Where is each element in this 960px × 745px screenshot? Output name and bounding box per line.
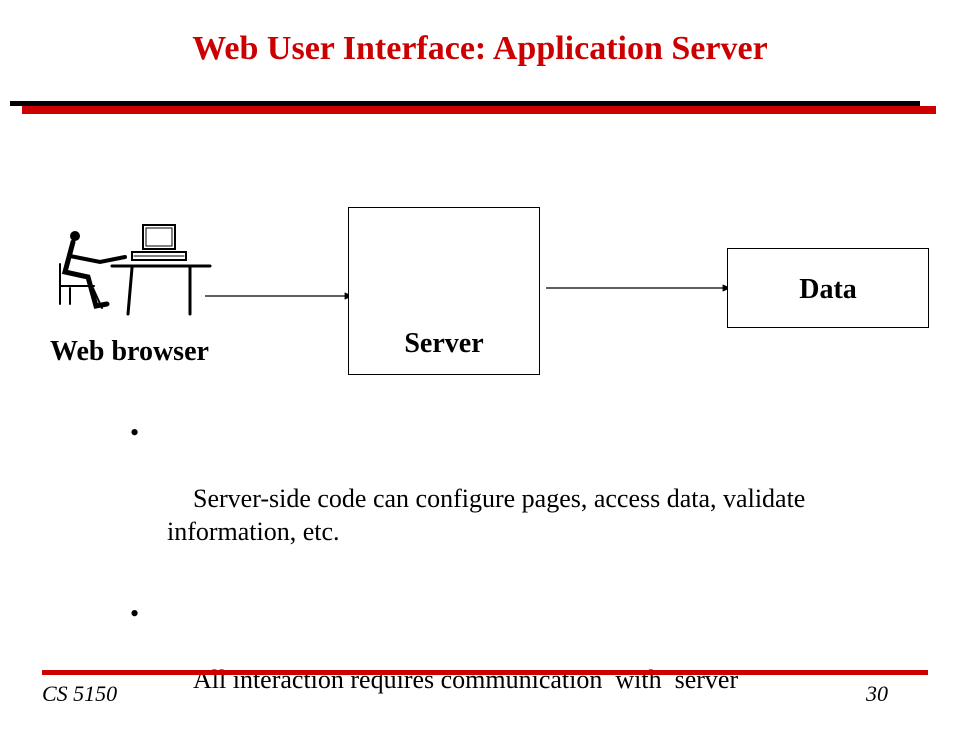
web-browser-label: Web browser bbox=[50, 336, 209, 367]
title-rule-black bbox=[10, 101, 920, 106]
bullet-text: All interaction requires communication w… bbox=[193, 665, 739, 694]
bullet-marker: • bbox=[130, 418, 140, 447]
footer-page-number: 30 bbox=[866, 681, 888, 706]
slide-title: Web User Interface: Application Server bbox=[192, 30, 768, 67]
bullet-item: • All interaction requires communication… bbox=[130, 597, 910, 729]
bullet-list: • Server-side code can configure pages, … bbox=[130, 416, 910, 745]
bullet-item: • Server-side code can configure pages, … bbox=[130, 416, 910, 581]
data-box bbox=[727, 248, 929, 328]
title-rule-red bbox=[22, 106, 936, 114]
footer-course: CS 5150 bbox=[42, 681, 118, 706]
data-label: Data bbox=[799, 274, 857, 305]
server-label: Server bbox=[404, 328, 484, 359]
bullet-text: Server-side code can configure pages, ac… bbox=[167, 484, 812, 546]
bullet-marker: • bbox=[130, 599, 140, 628]
footer-rule bbox=[42, 670, 928, 675]
person-at-computer-icon bbox=[59, 224, 212, 316]
server-box bbox=[348, 207, 540, 375]
